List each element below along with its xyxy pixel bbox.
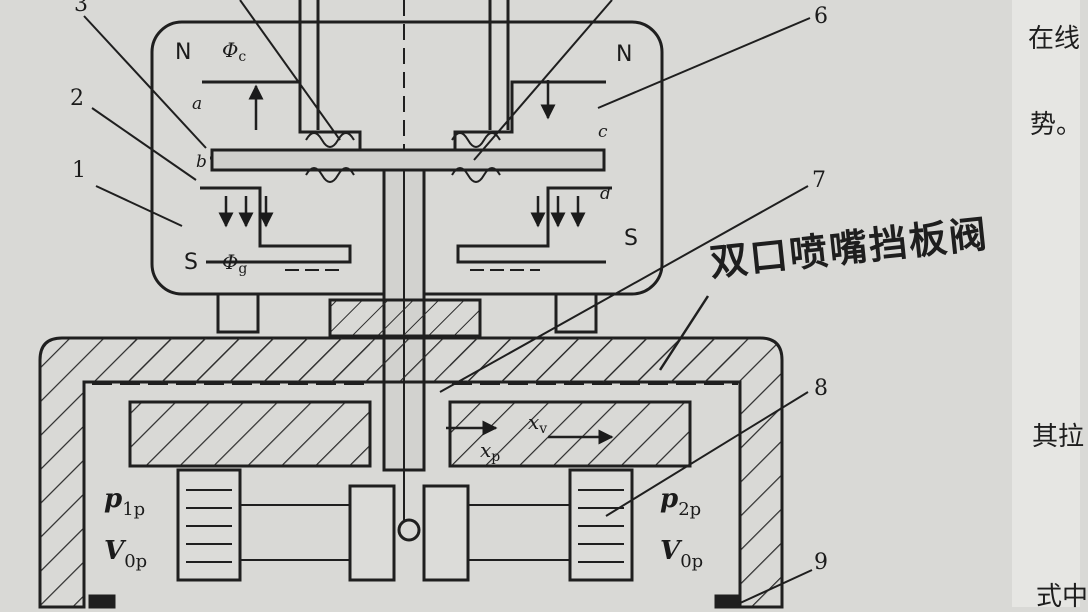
body-upper-left [128, 400, 372, 468]
flapper-displacement-label: xp [480, 440, 500, 464]
leader-lines [83, 0, 813, 605]
armature-left-upper [202, 80, 362, 160]
right-pressure-sub: 2p [678, 499, 702, 520]
pole-piece-right-lower [456, 186, 612, 264]
spool-displacement-sub: v [539, 421, 548, 437]
page-text-line-1: 在线 [1028, 24, 1081, 54]
page-text-line-2: 势。 [1030, 110, 1083, 140]
pole-n-right: N [616, 42, 633, 67]
flapper-displacement-sub: p [491, 449, 501, 465]
gap-mark-b: b [196, 152, 207, 172]
callout-7: 7 [812, 168, 826, 193]
callout-3: 3 [74, 0, 88, 17]
pole-n-left: N [175, 40, 192, 65]
flapper-nozzle-assembly [216, 168, 598, 542]
callout-9: 9 [814, 550, 828, 575]
right-chamber-volume: V0p [660, 538, 703, 571]
handwritten-pointer [658, 295, 710, 371]
left-pressure-symbol: p [104, 484, 123, 514]
gap-mark-a: a [192, 94, 203, 114]
spool-center-left [348, 484, 396, 582]
control-flux-sub: c [238, 49, 247, 65]
adjacent-page-strip: 在线 势。 其拉 式中 [1012, 0, 1088, 610]
left-chamber-pressure: p1p [104, 486, 145, 519]
permanent-flux-symbol: Φ [222, 250, 239, 274]
feedback-ball [397, 518, 421, 542]
flapper-displacement-symbol: x [480, 438, 492, 462]
permanent-flux-sub: g [238, 261, 248, 277]
control-flux-symbol: Φ [222, 38, 239, 62]
callout-1: 1 [72, 158, 86, 183]
right-pressure-symbol: p [660, 484, 679, 514]
pole-piece-left-lower [200, 186, 352, 264]
right-chamber-pressure: p2p [660, 486, 701, 519]
gap-mark-c: c [598, 122, 608, 142]
right-volume-sub: 0p [680, 551, 704, 572]
armature-bar [210, 148, 606, 172]
callout-6: 6 [814, 4, 828, 29]
left-chamber-volume: V0p [104, 538, 147, 571]
pole-s-left: S [184, 250, 198, 275]
gap-mark-d: d [600, 184, 611, 204]
spool-displacement-label: xv [528, 412, 547, 436]
left-volume-symbol: V [104, 536, 125, 566]
spool-center-right [422, 484, 470, 582]
callout-2: 2 [70, 86, 84, 111]
left-pressure-sub: 1p [122, 499, 146, 520]
callout-8: 8 [814, 376, 828, 401]
page-text-line-3: 其拉 [1032, 422, 1085, 452]
left-volume-sub: 0p [124, 551, 148, 572]
coil-left [305, 132, 355, 183]
control-flux-label: Φc [222, 40, 246, 64]
pole-s-right: S [624, 226, 638, 251]
valve-body [38, 336, 784, 609]
permanent-flux-label: Φg [222, 252, 247, 276]
coil-right [451, 132, 501, 183]
right-volume-symbol: V [660, 536, 681, 566]
spool-displacement-symbol: x [528, 410, 540, 434]
page-text-line-4: 式中 [1036, 582, 1088, 612]
